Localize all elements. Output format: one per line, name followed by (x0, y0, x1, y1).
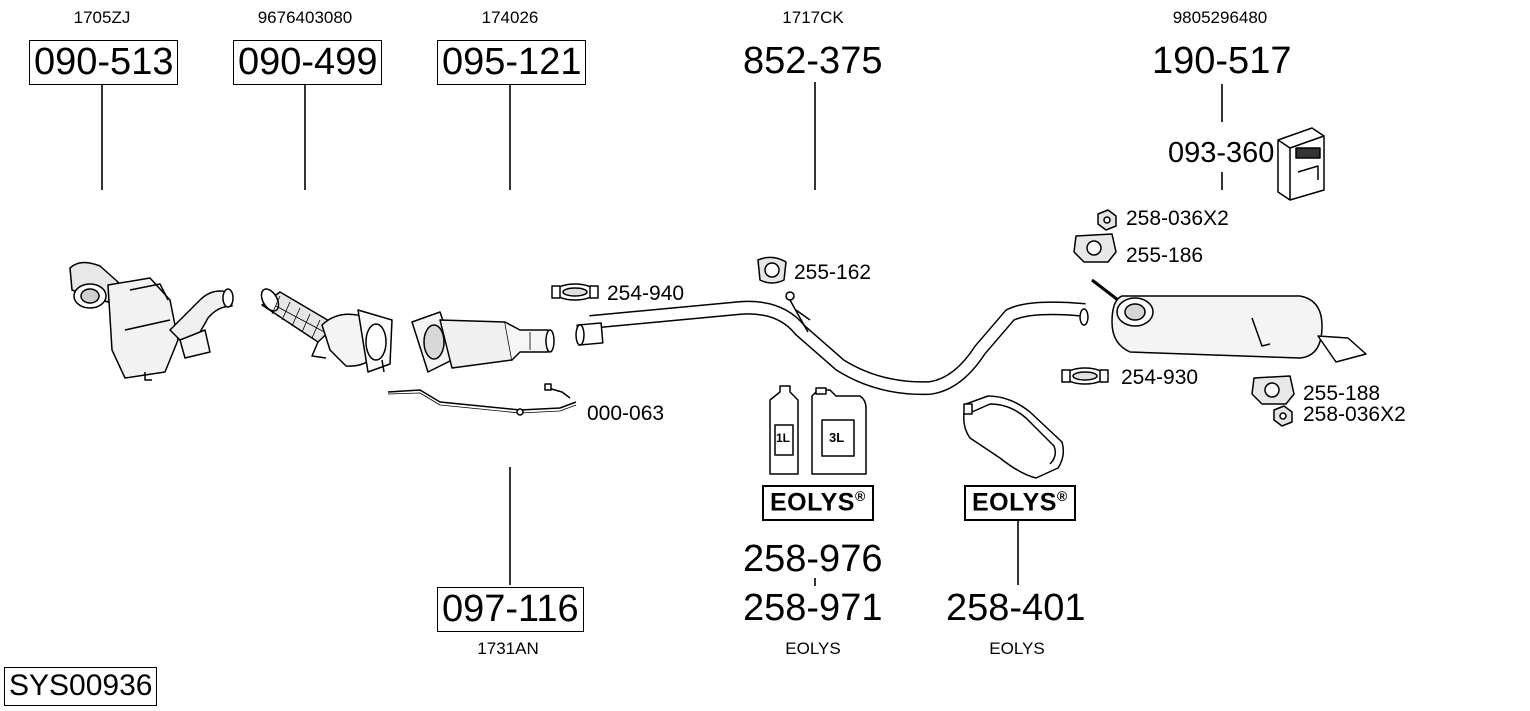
oem-label-9805296480: 9805296480 (1172, 8, 1268, 27)
part-255-162-drawing[interactable] (757, 256, 787, 284)
part-255-186-drawing[interactable] (1073, 233, 1117, 263)
eolys-brand-badge-2: EOLYS® (964, 485, 1076, 522)
part-258-036-top-drawing[interactable] (1097, 209, 1117, 231)
eolys-brand-name: EOLYS (972, 488, 1057, 517)
part-number-097-116[interactable]: 097-116 (437, 587, 584, 632)
oem-label-1705zj: 1705ZJ (73, 8, 131, 27)
part-number-000-063[interactable]: 000-063 (587, 402, 665, 425)
bottle-label-1l: 1L (776, 431, 791, 445)
system-code: SYS00936 (4, 667, 158, 706)
part-number-255-162[interactable]: 255-162 (794, 261, 872, 284)
part-number-258-036x2-top[interactable]: 258-036X2 (1126, 207, 1229, 230)
part-258-976-drawing[interactable] (769, 385, 867, 475)
registered-mark: ® (854, 488, 866, 504)
part-number-254-930[interactable]: 254-930 (1121, 366, 1199, 389)
part-number-258-401[interactable]: 258-401 (946, 587, 1086, 629)
part-090-513-drawing[interactable] (69, 261, 234, 381)
part-number-258-036x2-bottom[interactable]: 258-036X2 (1303, 403, 1406, 426)
part-090-499-drawing[interactable] (258, 286, 393, 373)
part-number-255-188[interactable]: 255-188 (1303, 382, 1381, 405)
oem-label-174026: 174026 (481, 8, 539, 27)
eolys-brand-badge-1: EOLYS® (762, 485, 874, 522)
oem-label-9676403080: 9676403080 (257, 8, 353, 27)
bottle-label-3l: 3L (829, 430, 845, 445)
part-number-190-517[interactable]: 190-517 (1152, 40, 1292, 82)
part-number-095-121[interactable]: 095-121 (437, 40, 587, 85)
part-number-255-186[interactable]: 255-186 (1126, 244, 1204, 267)
part-number-093-360[interactable]: 093-360 (1168, 137, 1275, 169)
part-093-360-drawing[interactable] (1277, 127, 1325, 201)
part-258-401-drawing[interactable] (963, 395, 1065, 479)
eolys-brand-name: EOLYS (770, 488, 855, 517)
part-number-090-499[interactable]: 090-499 (233, 40, 383, 85)
part-254-940-drawing[interactable] (551, 283, 599, 301)
part-190-517-drawing[interactable] (1091, 278, 1367, 363)
part-255-188-drawing[interactable] (1251, 375, 1295, 405)
part-number-090-513[interactable]: 090-513 (29, 40, 179, 85)
part-258-036-bottom-drawing[interactable] (1273, 405, 1293, 427)
part-number-852-375[interactable]: 852-375 (743, 40, 883, 82)
oem-label-1731an: 1731AN (477, 639, 539, 658)
part-095-121-drawing[interactable] (411, 311, 555, 373)
oem-label-1717ck: 1717CK (782, 8, 844, 27)
part-number-258-976[interactable]: 258-976 (743, 538, 883, 580)
registered-mark: ® (1056, 488, 1068, 504)
part-254-930-drawing[interactable] (1061, 367, 1109, 385)
oem-label-eolys-1: EOLYS (785, 639, 841, 658)
part-number-254-940[interactable]: 254-940 (607, 282, 685, 305)
oem-label-eolys-2: EOLYS (989, 639, 1045, 658)
part-000-063-drawing[interactable] (387, 383, 577, 416)
part-number-258-971[interactable]: 258-971 (743, 587, 883, 629)
part-852-375-drawing[interactable] (575, 291, 1089, 396)
